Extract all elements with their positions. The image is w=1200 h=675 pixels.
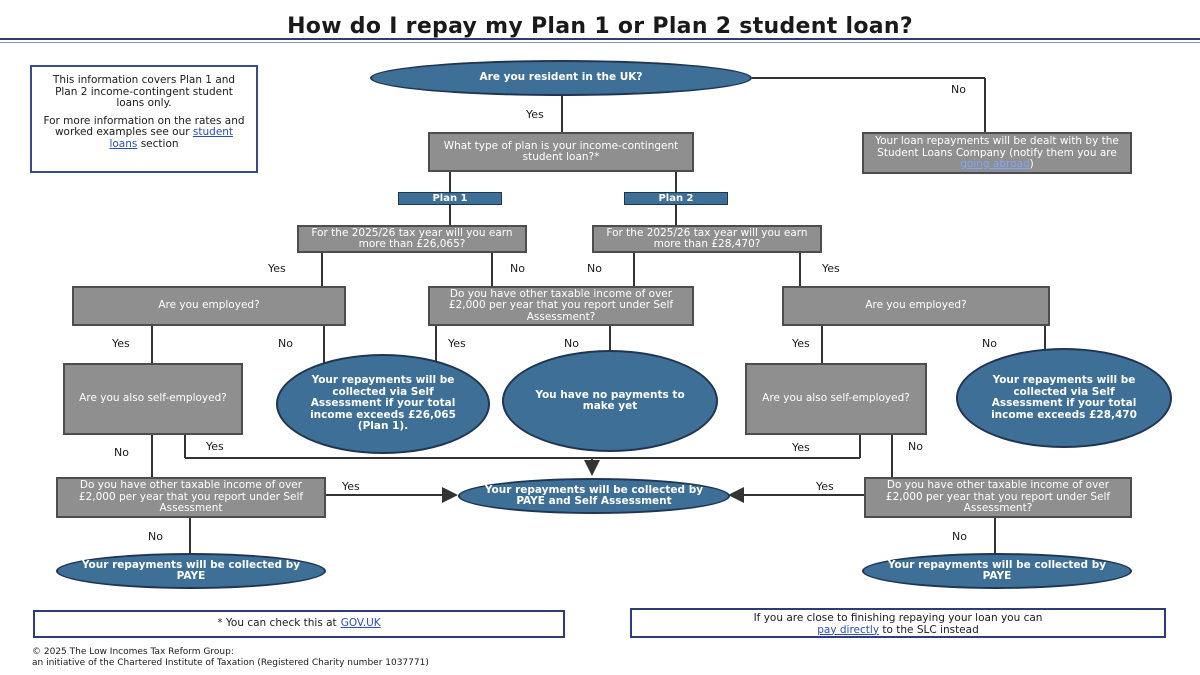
other-income-left-question: Do you have other taxable income of over… xyxy=(56,477,326,518)
earn-plan1-question: For the 2025/26 tax year will you earn m… xyxy=(297,225,527,253)
label-other-mid-yes: Yes xyxy=(448,337,466,350)
label-p1-no: No xyxy=(510,262,525,275)
page-title: How do I repay my Plan 1 or Plan 2 stude… xyxy=(287,14,913,39)
title-rule xyxy=(0,38,1200,40)
slc-outcome: Your loan repayments will be dealt with … xyxy=(862,132,1132,174)
label-p2-yes: Yes xyxy=(822,262,840,275)
pay-directly-link[interactable]: pay directly xyxy=(817,623,880,636)
plan2-tag: Plan 2 xyxy=(624,192,728,205)
check-note: * You can check this at GOV.UK xyxy=(33,610,565,638)
paye-sa-outcome: Your repayments will be collected by PAY… xyxy=(458,478,730,514)
info-more: For more information on the rates and wo… xyxy=(42,114,246,151)
slc-end: ) xyxy=(1029,158,1034,170)
close-note-text: If you are close to finishing repaying y… xyxy=(753,612,1043,624)
going-abroad-link[interactable]: going abroad xyxy=(960,158,1030,170)
label-self-right-no: No xyxy=(908,440,923,453)
other-income-mid-question: Do you have other taxable income of over… xyxy=(428,286,694,326)
gov-uk-link[interactable]: GOV.UK xyxy=(340,617,381,630)
self-employed-right-question: Are you also self-employed? xyxy=(745,363,927,435)
label-other-left-no: No xyxy=(148,530,163,543)
footer-line2: an initiative of the Chartered Institute… xyxy=(32,658,429,668)
label-other-left-yes: Yes xyxy=(342,480,360,493)
footer: © 2025 The Low Incomes Tax Reform Group:… xyxy=(32,647,429,669)
label-other-mid-no: No xyxy=(564,337,579,350)
employed-right-question: Are you employed? xyxy=(782,286,1050,326)
close-note: If you are close to finishing repaying y… xyxy=(630,608,1166,638)
employed-left-question: Are you employed? xyxy=(72,286,346,326)
plan1-tag: Plan 1 xyxy=(398,192,502,205)
plan-type-question: What type of plan is your income-conting… xyxy=(428,132,694,172)
paye-right-outcome: Your repayments will be collected by PAY… xyxy=(862,553,1132,589)
info-more-text: For more information on the rates and wo… xyxy=(43,114,245,138)
info-more-end: section xyxy=(140,137,179,150)
check-note-text: * You can check this at xyxy=(217,617,337,630)
resident-question: Are you resident in the UK? xyxy=(370,60,752,96)
earn-plan2-question: For the 2025/26 tax year will you earn m… xyxy=(592,225,822,253)
sa-plan2-outcome: Your repayments will be collected via Se… xyxy=(956,348,1172,448)
info-box: This information covers Plan 1 and Plan … xyxy=(30,65,258,173)
label-self-left-no: No xyxy=(114,446,129,459)
label-emp-left-no: No xyxy=(278,337,293,350)
label-self-left-yes: Yes xyxy=(206,440,224,453)
label-emp-right-no: No xyxy=(982,337,997,350)
label-resident-yes: Yes xyxy=(526,108,544,121)
label-emp-left-yes: Yes xyxy=(112,337,130,350)
title-rule-thin xyxy=(0,42,1200,43)
label-p2-no: No xyxy=(587,262,602,275)
close-note-end: to the SLC instead xyxy=(882,623,979,636)
footer-line1: © 2025 The Low Incomes Tax Reform Group: xyxy=(32,647,234,657)
self-employed-left-question: Are you also self-employed? xyxy=(63,363,243,435)
label-emp-right-yes: Yes xyxy=(792,337,810,350)
label-self-right-yes: Yes xyxy=(792,441,810,454)
paye-left-outcome: Your repayments will be collected by PAY… xyxy=(56,553,326,589)
slc-text: Your loan repayments will be dealt with … xyxy=(875,135,1119,159)
student-loans-link[interactable]: student loans xyxy=(109,126,234,150)
sa-plan1-outcome: Your repayments will be collected via Se… xyxy=(276,354,490,454)
no-payments-outcome: You have no payments to make yet xyxy=(502,350,718,452)
label-p1-yes: Yes xyxy=(268,262,286,275)
other-income-right-question: Do you have other taxable income of over… xyxy=(864,477,1132,518)
label-other-right-yes: Yes xyxy=(816,480,834,493)
label-other-right-no: No xyxy=(952,530,967,543)
info-text: This information covers Plan 1 and Plan … xyxy=(52,74,236,109)
label-resident-no: No xyxy=(951,83,966,96)
